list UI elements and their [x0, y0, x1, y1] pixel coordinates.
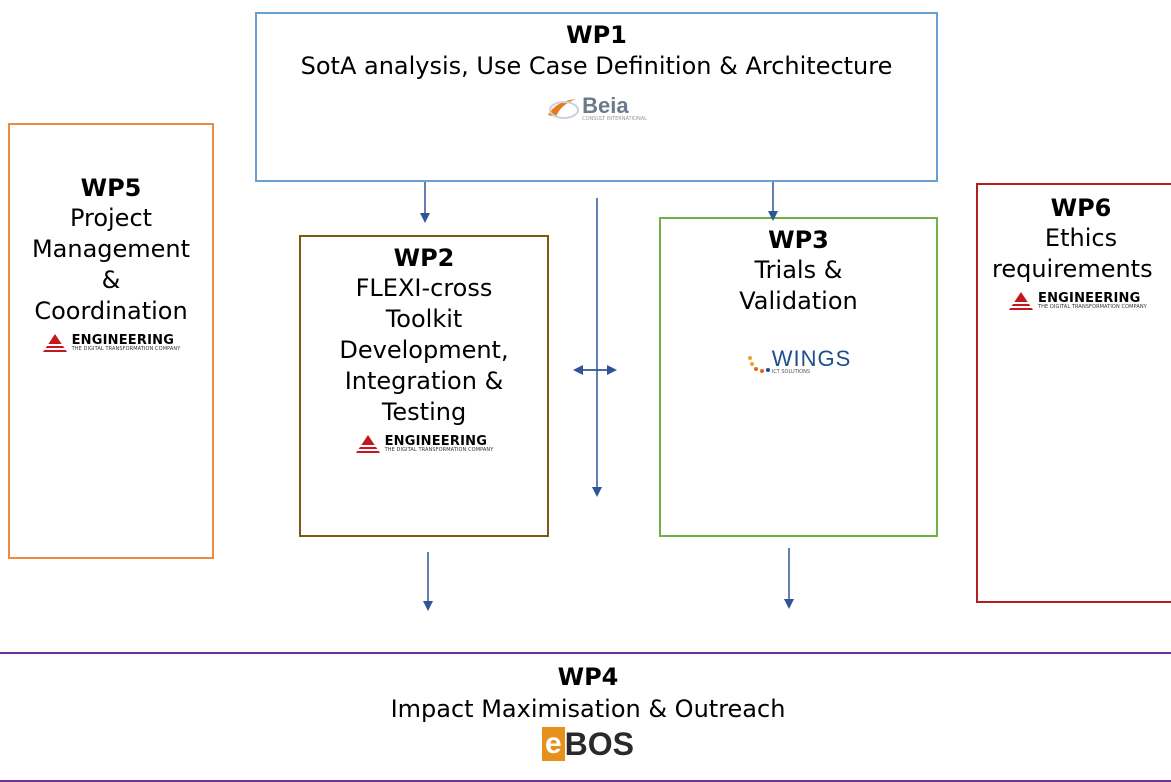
- wings-logo-sub: ICT SOLUTIONS: [771, 368, 811, 375]
- beia-logo-sub: CONSULT INTERNATIONAL: [582, 115, 647, 122]
- wp4-box: WP4 Impact Maximisation & Outreach e BOS: [0, 652, 1171, 782]
- wp3-line: Trials &: [754, 256, 843, 284]
- wp6-line: requirements: [992, 255, 1153, 283]
- wp1-box: WP1 SotA analysis, Use Case Definition &…: [255, 12, 938, 182]
- ebos-logo-e: e: [541, 727, 565, 761]
- engineering-logo: ENGINEERING THE DIGITAL TRANSFORMATION C…: [978, 285, 1171, 317]
- wp6-line: Ethics: [1044, 224, 1118, 252]
- wp5-line: Coordination: [34, 297, 188, 325]
- engineering-logo: ENGINEERING THE DIGITAL TRANSFORMATION C…: [10, 327, 212, 359]
- engineering-mark-icon: [1008, 292, 1034, 310]
- wp5-title: WP5: [80, 174, 142, 202]
- beia-swoosh-icon: [548, 99, 580, 119]
- wp3-title: WP3: [768, 226, 829, 254]
- engineering-logo-sub: THE DIGITAL TRANSFORMATION COMPANY: [1038, 304, 1147, 310]
- wp2-line: Development,: [339, 336, 509, 364]
- engineering-mark-icon: [354, 435, 381, 453]
- wp5-box: WP5 Project Management & Coordination EN…: [8, 123, 214, 559]
- wp4-description: Impact Maximisation & Outreach: [390, 695, 786, 723]
- engineering-logo-name: ENGINEERING: [384, 434, 488, 449]
- wp3-box: WP3 Trials & Validation WINGS ICT SOLUTI…: [659, 217, 938, 537]
- wings-dots-icon: [747, 356, 770, 373]
- engineering-logo: ENGINEERING THE DIGITAL TRANSFORMATION C…: [301, 428, 547, 460]
- wp2-title: WP2: [393, 244, 455, 272]
- engineering-logo-name: ENGINEERING: [1038, 291, 1141, 306]
- wp4-title: WP4: [557, 663, 619, 691]
- engineering-mark-icon: [41, 334, 68, 352]
- wp2-box: WP2 FLEXI-cross Toolkit Development, Int…: [299, 235, 549, 537]
- wings-logo-name: WINGS: [771, 345, 852, 371]
- beia-logo: Beia CONSULT INTERNATIONAL: [257, 84, 936, 132]
- wp3-line: Validation: [739, 287, 858, 315]
- wp5-line: Management: [31, 235, 191, 263]
- engineering-logo-sub: THE DIGITAL TRANSFORMATION COMPANY: [71, 346, 181, 352]
- wp2-line: Toolkit: [385, 305, 463, 333]
- wp6-title: WP6: [1050, 194, 1112, 222]
- beia-logo-name: Beia: [582, 92, 629, 118]
- wp6-box: WP6 Ethics requirements ENGINEERING THE …: [976, 183, 1171, 603]
- wp5-line: &: [101, 266, 121, 294]
- wp5-line: Project: [69, 204, 153, 232]
- wp2-line: Integration &: [344, 367, 504, 395]
- ebos-logo-rest: BOS: [564, 726, 635, 762]
- wp2-line: Testing: [381, 398, 467, 426]
- wp1-title: WP1: [566, 21, 627, 49]
- engineering-logo-sub: THE DIGITAL TRANSFORMATION COMPANY: [384, 447, 494, 453]
- wp1-description: SotA analysis, Use Case Definition & Arc…: [300, 52, 893, 80]
- wings-logo: WINGS ICT SOLUTIONS: [661, 341, 936, 381]
- engineering-logo-name: ENGINEERING: [71, 333, 175, 348]
- ebos-logo: e BOS: [0, 726, 1171, 762]
- wp2-line: FLEXI-cross: [355, 274, 493, 302]
